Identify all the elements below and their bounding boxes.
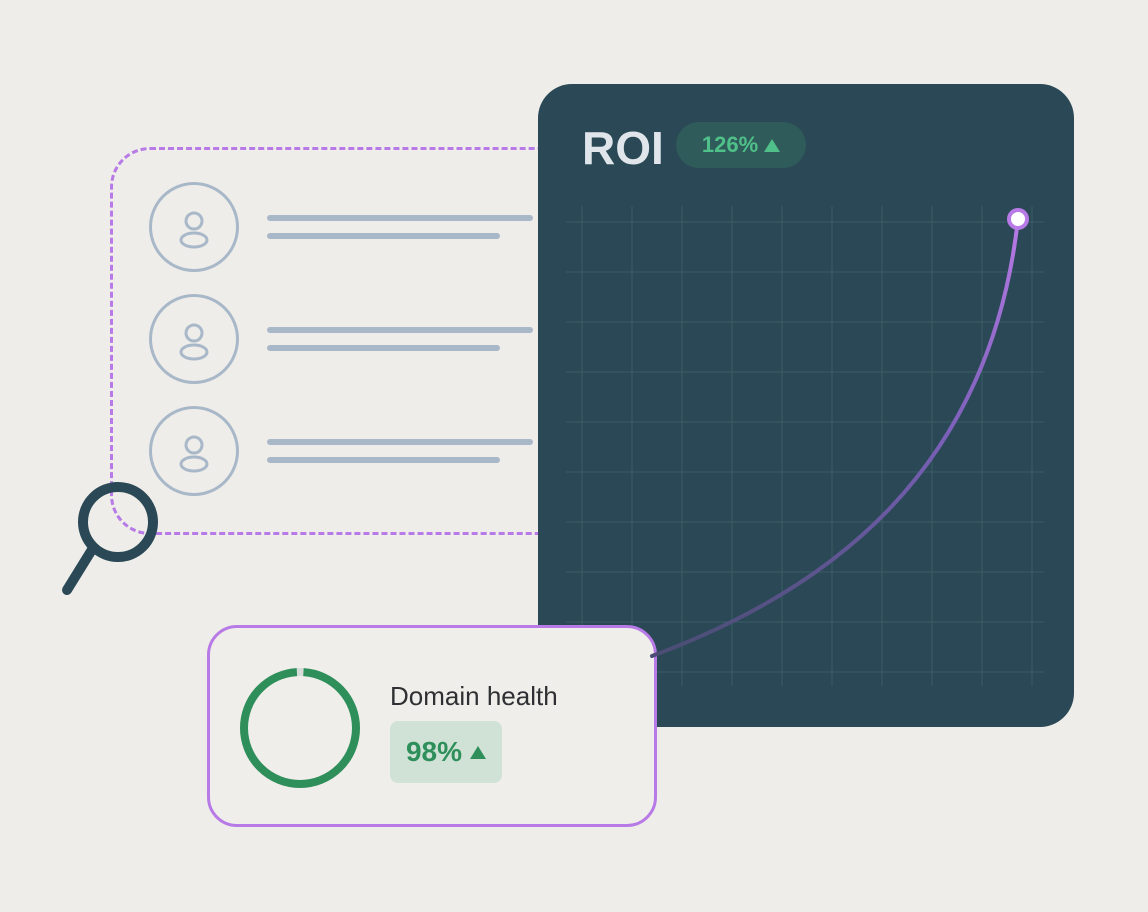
domain-health-badge: 98% [390, 721, 502, 783]
contact-detail-placeholder [267, 233, 500, 239]
roi-title: ROI [582, 122, 664, 174]
health-ring-icon [240, 668, 360, 788]
magnifier-icon [62, 482, 158, 595]
trend-up-icon [764, 138, 781, 152]
contact-detail-placeholder [267, 457, 500, 463]
domain-health-card: Domain health 98% [207, 625, 657, 827]
domain-health-value: 98% [405, 736, 463, 767]
user-icon [149, 294, 239, 384]
roi-badge: 126% [676, 122, 806, 168]
domain-health-label: Domain health [390, 681, 558, 711]
roi-value: 126% [701, 132, 759, 157]
user-icon [149, 406, 239, 496]
contact-row [149, 294, 569, 390]
contact-name-placeholder [267, 439, 533, 445]
contact-name-placeholder [267, 215, 533, 221]
contact-list-card [110, 147, 630, 535]
contact-detail-placeholder [267, 345, 500, 351]
contact-row [149, 182, 569, 278]
contact-name-placeholder [267, 327, 533, 333]
user-icon [149, 182, 239, 272]
contact-row [149, 406, 569, 502]
trend-up-icon [470, 745, 487, 759]
